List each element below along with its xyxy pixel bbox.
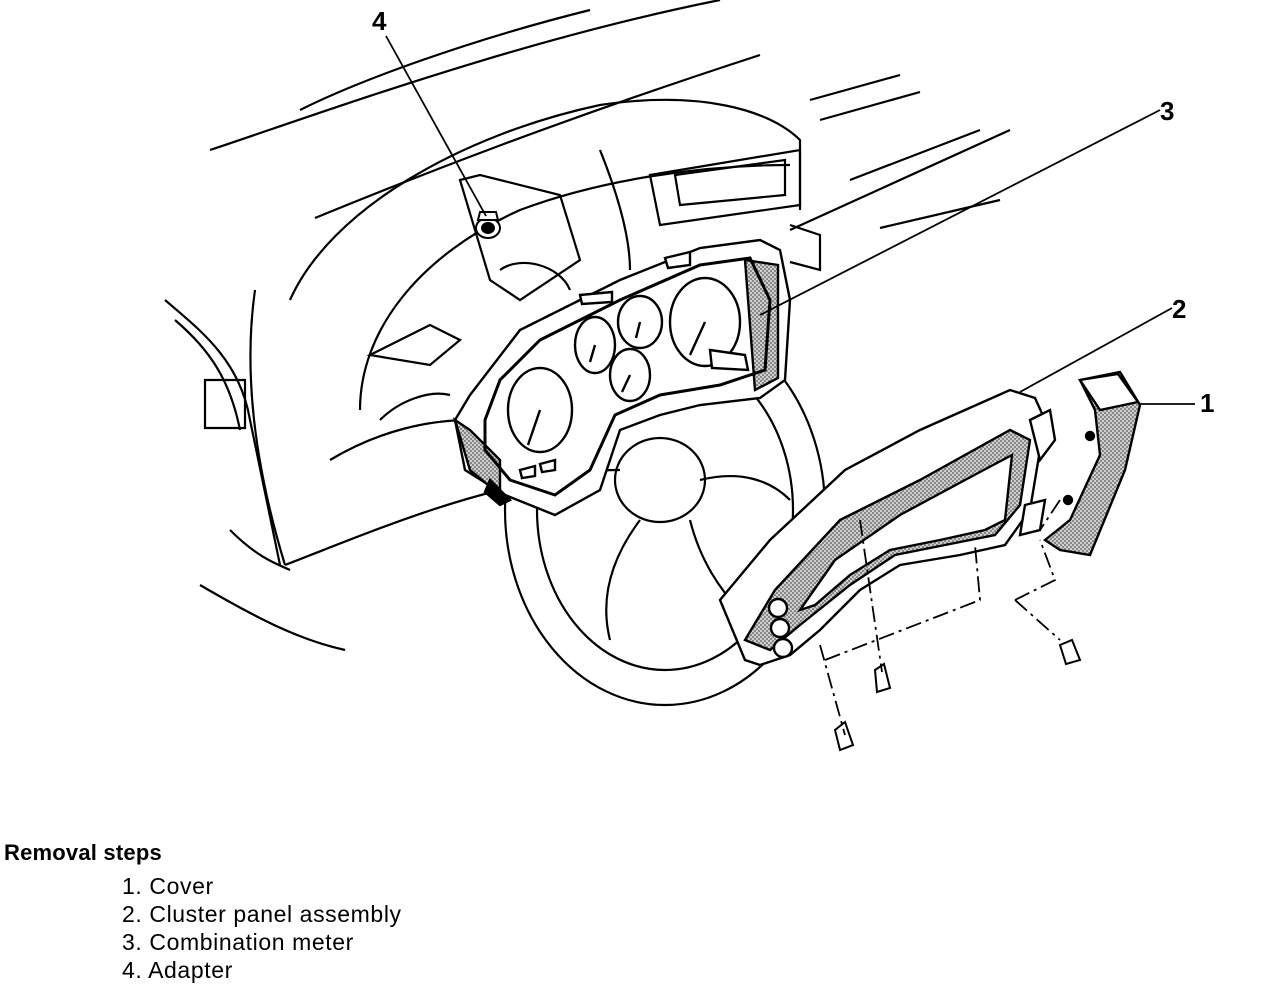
callout-4: 4 — [372, 6, 387, 36]
assembly-lines — [819, 499, 1061, 736]
leader-lines — [385, 35, 1195, 405]
legend-title: Removal steps — [4, 840, 162, 865]
legend-step: 2. Cluster panel assembly — [122, 901, 402, 927]
callout-2: 2 — [1172, 294, 1187, 324]
legend-steps-list: 1. Cover 2. Cluster panel assembly 3. Co… — [4, 872, 402, 984]
dashboard-outline — [164, 0, 1011, 652]
cover-part — [1042, 370, 1142, 557]
adapter-part — [475, 211, 501, 239]
legend-step: 4. Adapter — [122, 957, 233, 983]
exploded-view-drawing — [164, 0, 1195, 752]
screws — [833, 638, 1082, 752]
combination-meter — [452, 238, 792, 517]
callout-1: 1 — [1200, 388, 1215, 418]
cluster-panel-assembly — [718, 388, 1057, 667]
removal-steps-legend: Removal steps 1. Cover 2. Cluster panel … — [4, 840, 402, 984]
legend-step: 1. Cover — [122, 873, 214, 899]
callout-3: 3 — [1160, 96, 1175, 126]
legend-step: 3. Combination meter — [122, 929, 354, 955]
